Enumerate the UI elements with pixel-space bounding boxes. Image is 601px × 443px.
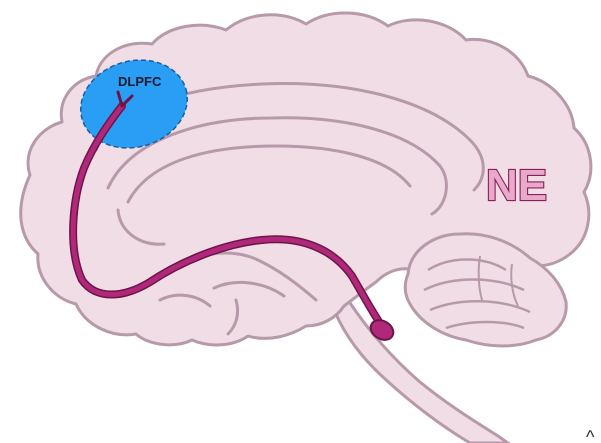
corner-mark: ^	[586, 427, 595, 443]
dlpfc-label: DLPFC	[118, 74, 162, 89]
ne-label: NE	[486, 161, 547, 210]
